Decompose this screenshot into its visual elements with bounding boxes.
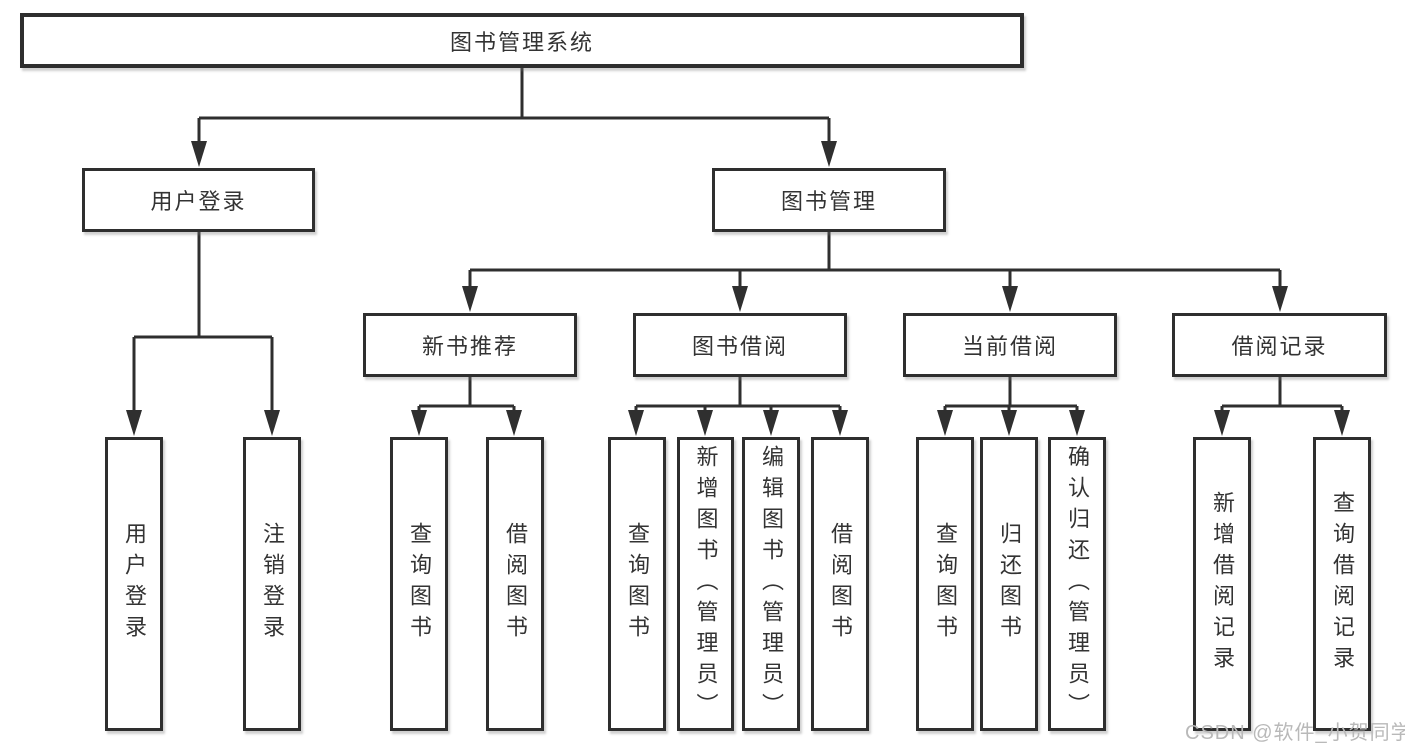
node-user-login: 用户登录 [82, 168, 315, 232]
node-root: 图书管理系统 [20, 13, 1024, 68]
node-root-label: 图书管理系统 [449, 29, 594, 55]
leaf-borrow-books-1: 借阅图书 [486, 437, 544, 731]
csdn-watermark: CSDN @软件_小贺同学 [1185, 722, 1405, 744]
leaf-borrow-books-1-label: 借阅图书 [503, 522, 528, 646]
leaf-query-borrow-record: 查询借阅记录 [1313, 437, 1371, 731]
leaf-add-borrow-record-label: 新增借阅记录 [1210, 491, 1235, 677]
leaf-borrow-books-2-label: 借阅图书 [828, 522, 853, 646]
node-borrowing-records: 借阅记录 [1172, 313, 1387, 377]
leaf-query-books-1-label: 查询图书 [407, 522, 432, 646]
node-book-borrowing: 图书借阅 [633, 313, 847, 377]
leaf-query-borrow-record-label: 查询借阅记录 [1330, 491, 1355, 677]
leaf-query-books-3-label: 查询图书 [933, 522, 958, 646]
leaf-confirm-return-admin-label: 确认归还（管理员） [1065, 444, 1090, 724]
leaf-return-books: 归还图书 [980, 437, 1038, 731]
leaf-logout-label: 注销登录 [260, 522, 285, 646]
leaf-query-books-1: 查询图书 [390, 437, 448, 731]
leaf-query-books-2: 查询图书 [608, 437, 666, 731]
node-current-borrowing-label: 当前借阅 [961, 334, 1058, 359]
leaf-add-books-admin-label: 新增图书（管理员） [693, 444, 719, 724]
leaf-confirm-return-admin: 确认归还（管理员） [1048, 437, 1106, 731]
leaf-user-login: 用户登录 [105, 437, 163, 731]
leaf-add-borrow-record: 新增借阅记录 [1193, 437, 1251, 731]
leaf-logout: 注销登录 [243, 437, 301, 731]
leaf-borrow-books-2: 借阅图书 [811, 437, 869, 731]
node-book-management-label: 图书管理 [780, 189, 877, 214]
node-new-book-recommendation: 新书推荐 [363, 313, 577, 377]
leaf-query-books-3: 查询图书 [916, 437, 974, 731]
leaf-edit-books-admin-label: 编辑图书（管理员） [759, 444, 784, 724]
node-new-book-recommendation-label: 新书推荐 [421, 334, 518, 359]
node-current-borrowing: 当前借阅 [903, 313, 1117, 377]
node-borrowing-records-label: 借阅记录 [1231, 334, 1328, 359]
leaf-add-books-admin: 新增图书（管理员） [677, 437, 734, 731]
node-book-borrowing-label: 图书借阅 [691, 334, 788, 359]
node-book-management: 图书管理 [712, 168, 946, 232]
leaf-query-books-2-label: 查询图书 [625, 522, 650, 646]
leaf-return-books-label: 归还图书 [997, 522, 1022, 646]
node-user-login-label: 用户登录 [150, 189, 247, 214]
leaf-edit-books-admin: 编辑图书（管理员） [742, 437, 800, 731]
leaf-user-login-label: 用户登录 [122, 522, 147, 646]
